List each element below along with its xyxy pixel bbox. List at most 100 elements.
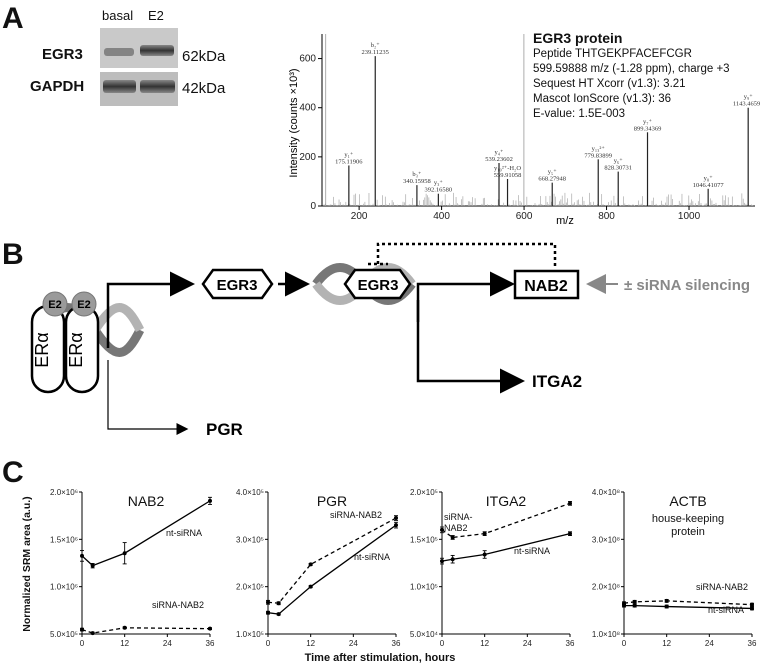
x-tick-label: 12 [306,639,315,648]
data-point [90,563,95,568]
ms-info-line: Sequest HT Xcorr (v1.3): 3.21 [533,78,686,90]
data-point [394,516,398,521]
nab2-label: NAB2 [524,278,568,295]
arrow-er-to-pgr [107,360,189,435]
y-tick-label: 5.0×10⁵ [50,630,78,639]
ms-x-tick-label: 600 [516,211,533,222]
series-label: siRNA- [444,512,473,522]
e2-ligand-label: E2 [77,299,90,311]
data-point [122,625,127,630]
ms-x-tick-label: 1000 [678,211,701,222]
panel-a-letter: A [2,2,24,35]
x-tick-label: 36 [206,639,215,648]
ms-peak-mass-label: 1046.41077 [693,182,725,189]
series-label: siRNA-NAB2 [696,582,748,592]
data-point [276,612,281,617]
data-point [568,501,572,506]
ms-y-tick-label: 0 [310,201,316,212]
chart-subtitle: protein [671,526,705,538]
data-point [450,535,455,540]
x-tick-label: 12 [480,639,489,648]
egr3-bound-node: EGR3 [343,268,412,300]
band-gapdh-e2 [140,80,175,93]
data-point [450,557,455,562]
ms-info-line: E-value: 1.5E-003 [533,108,626,120]
x-tick-label: 24 [705,639,714,648]
series-line [441,502,571,539]
x-tick-label: 0 [440,639,445,648]
ms-info-line: 599.59888 m/z (-1.28 ppm), charge +3 [533,63,730,75]
y-tick-label: 4.0×10⁸ [592,488,620,497]
er-alpha-label: ERα [66,332,86,367]
ms-info-line: Mascot IonScore (v1.3): 36 [533,93,672,105]
itga2-label: ITGA2 [532,372,582,391]
x-tick-label: 36 [566,639,575,648]
series-label: nt-siRNA [166,528,202,538]
x-tick-label: 0 [80,639,85,648]
ms-peak-ion-label: b₃⁺ [412,171,421,178]
ms-peak-ion-label: y₃⁺ [434,180,443,187]
x-tick-label: 24 [163,639,172,648]
data-point [308,584,313,589]
data-point [440,559,444,564]
series-line [267,524,397,615]
blot-kda-gapdh: 42kDa [182,80,226,97]
ms-peak-ion-label: b₂⁺ [371,42,380,49]
y-tick-label: 5.0×10⁴ [410,630,439,639]
data-point [266,610,270,615]
data-point [622,603,626,608]
y-tick-label: 1.0×10⁶ [50,583,78,592]
arrow-er-to-egr3 [106,271,195,348]
data-point [568,531,572,536]
band-egr3-e2 [140,45,174,56]
data-point [750,606,754,611]
arrow-to-nab2 [416,271,515,322]
series-line [623,600,753,606]
chart-title: ACTB [669,493,706,509]
series-label: nt-siRNA [708,605,744,615]
er-alpha-label: ERα [32,332,52,367]
data-point [482,531,487,536]
x-tick-label: 24 [349,639,358,648]
y-tick-label: 2.0×10⁸ [592,583,620,592]
lane-label-basal: basal [102,8,134,23]
series-label: NAB2 [444,523,468,533]
pathway-diagram: ERα ERα E2 E2 PGR EGR3 EGR3 NAB2 ± siRNA… [30,242,750,439]
pgr-label: PGR [206,420,243,439]
ms-x-tick-label: 800 [598,211,615,222]
y-tick-label: 2.0×10⁵ [236,583,264,592]
ms-y-tick-label: 600 [299,54,316,65]
ms-peak-mass-label: 779.83899 [584,152,612,159]
data-point [122,551,127,556]
e2-ligand-label: E2 [48,299,61,311]
series-label: siRNA-NAB2 [330,510,382,520]
egr3-protein-node: EGR3 [201,268,274,300]
x-tick-label: 12 [662,639,671,648]
y-tick-label: 2.0×10⁵ [410,488,438,497]
y-tick-label: 1.0×10⁸ [592,630,620,639]
ms-peak-mass-label: 828.30731 [604,165,632,172]
ms-peak-ion-label: y₉⁺ [744,94,753,101]
blot-label-egr3: EGR3 [42,46,83,63]
ms-peak-ion-label: y₈⁺ [704,175,713,182]
y-tick-label: 1.0×10⁵ [236,630,264,639]
ms-x-tick-label: 200 [351,211,368,222]
data-point [90,631,95,636]
ms-peak-mass-label: 559.91058 [494,172,522,179]
x-tick-label: 24 [523,639,532,648]
data-point [394,523,398,528]
ms-peak-ion-label: y₄⁺ [495,149,504,156]
ms-peak-mass-label: 340.15958 [403,178,431,185]
series-line [81,500,211,567]
x-tick-label: 36 [748,639,757,648]
blot-kda-egr3: 62kDa [182,48,226,65]
data-point [308,562,313,567]
y-tick-label: 1.5×10⁵ [410,535,438,544]
y-tick-label: 1.0×10⁵ [410,583,438,592]
data-point [664,598,669,603]
ms-peak-mass-label: 1143.46594 [733,101,760,108]
x-tick-label: 0 [622,639,627,648]
